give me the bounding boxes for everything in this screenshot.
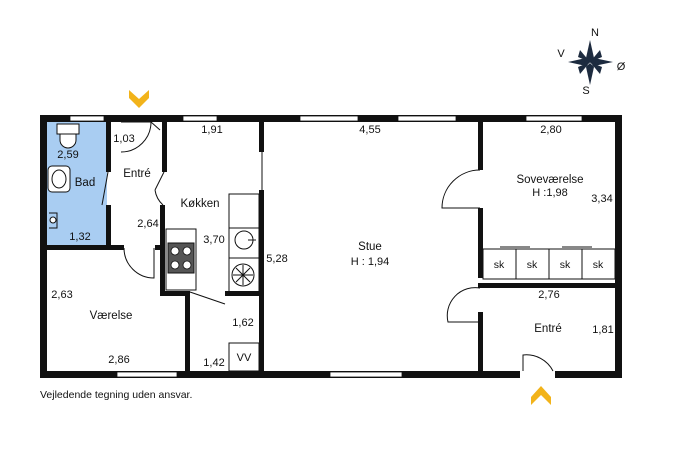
sovevaerelse-height: H :1,98 bbox=[532, 187, 567, 199]
entre-lower-depth: 1,81 bbox=[592, 324, 613, 336]
compass-n: N bbox=[591, 27, 599, 39]
entre-lower-width: 2,76 bbox=[538, 289, 559, 301]
entre-lower-name: Entré bbox=[534, 323, 562, 335]
vaerelse-depth: 2,63 bbox=[51, 289, 72, 301]
interior-walls bbox=[47, 122, 615, 378]
small-room-depth: 1,62 bbox=[232, 317, 253, 329]
vv-label: VV bbox=[237, 352, 252, 364]
kokken-name: Køkken bbox=[181, 198, 220, 210]
sovevaerelse-depth: 3,34 bbox=[591, 193, 612, 205]
wardrobe-label: sk bbox=[560, 259, 571, 271]
compass-s: S bbox=[582, 85, 589, 97]
entre-upper-width: 1,03 bbox=[113, 133, 134, 145]
compass-o: Ø bbox=[617, 61, 626, 73]
small-room-width: 1,42 bbox=[203, 357, 224, 369]
bad-width: 2,59 bbox=[57, 149, 78, 161]
vv-cabinet bbox=[228, 342, 260, 372]
kokken-depth: 3,70 bbox=[203, 234, 224, 246]
stove-burners bbox=[170, 246, 192, 270]
entrance-arrow-top bbox=[129, 90, 149, 108]
stue-name: Stue bbox=[358, 241, 382, 253]
entre-upper-name: Entré bbox=[123, 168, 151, 180]
vaerelse-width: 2,86 bbox=[108, 354, 129, 366]
compass-v: V bbox=[557, 48, 565, 60]
bad-depth: 1,32 bbox=[69, 231, 90, 243]
wardrobe-label: sk bbox=[494, 259, 505, 271]
doors bbox=[101, 121, 554, 372]
stue-height: H : 1,94 bbox=[351, 256, 390, 268]
kokken-width: 1,91 bbox=[201, 124, 222, 136]
outer-walls bbox=[40, 115, 622, 378]
bad-name: Bad bbox=[75, 177, 95, 189]
wardrobes bbox=[482, 246, 616, 280]
sovevaerelse-width: 2,80 bbox=[540, 124, 561, 136]
disclaimer: Vejledende tegning uden ansvar. bbox=[40, 389, 193, 401]
stue-depth: 5,28 bbox=[266, 253, 287, 265]
entre-upper-depth: 2,64 bbox=[137, 218, 158, 230]
vaerelse-name: Værelse bbox=[90, 310, 133, 322]
entrance-arrow-bottom bbox=[531, 386, 551, 405]
wardrobe-label: sk bbox=[527, 259, 538, 271]
stue-width: 4,55 bbox=[359, 124, 380, 136]
wardrobe-label: sk bbox=[593, 259, 604, 271]
sovevaerelse-name: Soveværelse bbox=[516, 174, 583, 186]
compass-rose: N S V Ø bbox=[557, 27, 625, 97]
windows bbox=[69, 115, 583, 378]
bathroom-fixtures bbox=[47, 123, 80, 229]
